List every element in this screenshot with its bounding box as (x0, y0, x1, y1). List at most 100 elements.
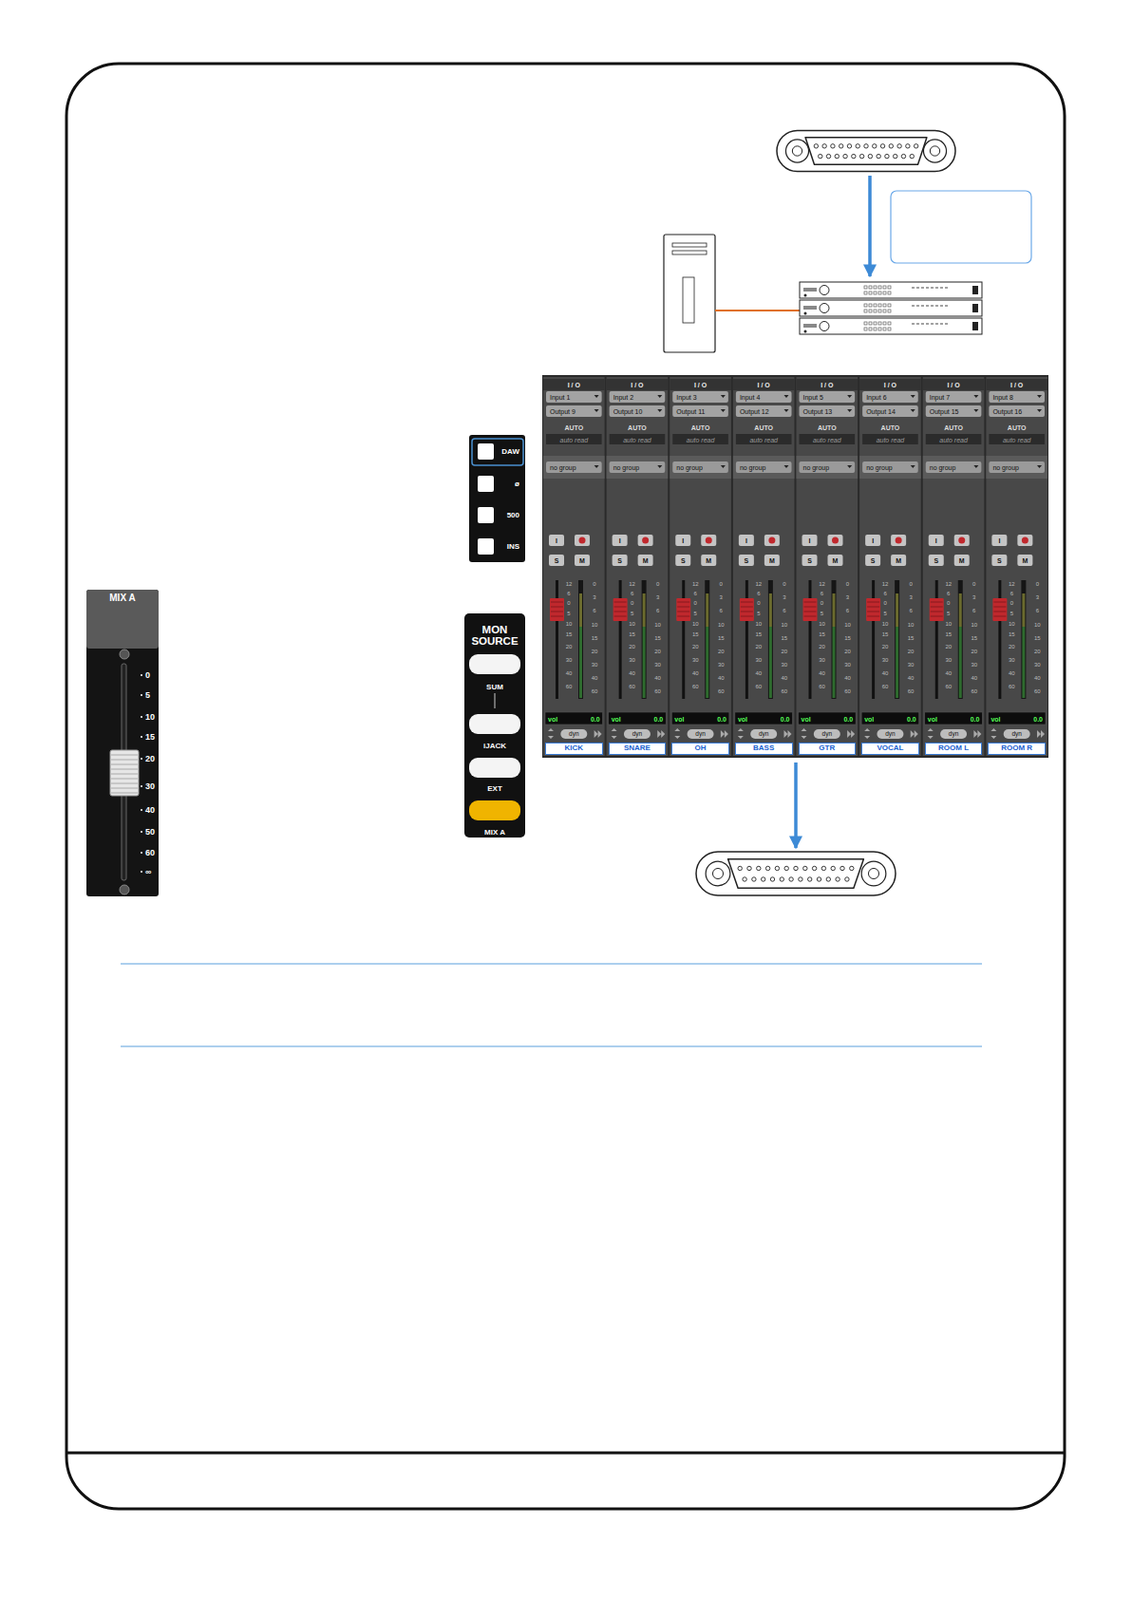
scale-number: 40 (628, 670, 636, 677)
fader-cap-rib (111, 754, 138, 756)
meter-green (959, 626, 963, 699)
rack-led (864, 327, 868, 331)
pin (737, 866, 742, 870)
fader-cap-rib (677, 606, 690, 608)
channel-strip (733, 377, 795, 756)
fader-cap-rib (930, 606, 944, 608)
button-label: S (554, 557, 560, 565)
rack-led (873, 327, 877, 331)
selected-outline (471, 438, 524, 466)
record-dot (579, 537, 586, 545)
meter-green (642, 626, 646, 699)
output-select: Output 15 (929, 408, 960, 416)
record-dot (705, 537, 713, 545)
node-text: GTR (818, 744, 835, 754)
meter-number: 0 (592, 581, 596, 587)
scale-dot (140, 830, 143, 833)
fader-cap (613, 598, 628, 622)
record-button (638, 534, 654, 547)
pin (821, 866, 826, 870)
volume-label: vol (864, 715, 874, 722)
mute-button (954, 554, 970, 566)
group-select: no group (739, 464, 767, 472)
screw (861, 861, 887, 887)
input-select: Input 7 (929, 394, 950, 401)
rack-led (887, 309, 891, 313)
meter-number: 15 (781, 635, 789, 642)
meter-number: 0 (908, 581, 912, 587)
rack-logo (803, 287, 817, 292)
button-label: S (933, 557, 939, 565)
scale-dot (140, 785, 143, 788)
group-band (796, 455, 859, 479)
rack-unit (799, 282, 982, 299)
button-label: M (579, 557, 585, 565)
dropdown-arrow (973, 395, 979, 398)
node-text: 500 (507, 511, 520, 521)
section-label: AUTO (881, 424, 901, 432)
signal-arrow (867, 175, 872, 277)
group-band (733, 455, 795, 479)
scale-number: 40 (1008, 670, 1016, 677)
meter-number: 20 (1034, 648, 1041, 655)
scale-number: 60 (628, 683, 636, 690)
fader-slot (998, 580, 1001, 699)
rack-led (883, 291, 887, 295)
meter-number: 20 (591, 648, 599, 655)
fader-cap (110, 750, 139, 796)
section-label: AUTO (754, 424, 774, 432)
volume-value: 0.0 (590, 715, 601, 722)
button-label: I (998, 537, 1000, 545)
pin (816, 877, 821, 882)
rack-meter (921, 323, 925, 325)
pin (913, 144, 918, 149)
rack-ear (972, 285, 979, 295)
meter-number: 6 (592, 607, 596, 614)
scale-number: 6 (820, 590, 824, 597)
dropdown (609, 405, 666, 417)
rack-led (887, 291, 891, 295)
panel-label-box: ø (471, 471, 524, 498)
rack-led (883, 303, 887, 307)
oval-button (469, 757, 521, 778)
scale-number: 0 (883, 600, 887, 606)
channel-name: ROOM R (987, 742, 1046, 755)
solo-button (548, 554, 565, 566)
dropdown-arrow (1037, 395, 1042, 398)
fader-cap-rib (614, 602, 627, 604)
pin (885, 153, 889, 158)
meter-number: 20 (907, 648, 915, 655)
dropdown-arrow (973, 409, 979, 413)
dropdown-arrow (720, 465, 726, 469)
scale-number: 10 (882, 621, 889, 627)
button-panel (469, 434, 526, 563)
dropdown (735, 391, 793, 403)
fader-cap-rib (111, 773, 138, 775)
volume-value: 0.0 (780, 715, 791, 722)
rack-meter (944, 287, 948, 289)
dropdown-arrow (847, 409, 852, 413)
group-select: no group (803, 464, 831, 472)
output-select: Output 11 (676, 408, 705, 416)
meter-number: 30 (1034, 661, 1041, 668)
db25-connector (696, 851, 896, 896)
record-button (700, 534, 717, 547)
node-text: DAW (501, 448, 520, 457)
fader-cap-rib (867, 606, 880, 608)
channel-strip (543, 377, 605, 756)
fader-cap-rib (111, 764, 138, 766)
volume-box (735, 712, 793, 725)
meter-number: 0 (719, 581, 723, 587)
nav-arrow (864, 728, 870, 739)
meter-green (1021, 626, 1025, 699)
dropdown (672, 405, 729, 417)
node-text: BASS (753, 744, 774, 754)
scale-number: 40 (944, 670, 952, 677)
rack-meter (930, 287, 934, 289)
record-dot (1021, 537, 1029, 545)
record-dot (641, 537, 649, 545)
rack-meter (944, 305, 948, 307)
pin (779, 877, 784, 882)
pin (893, 153, 898, 158)
scale-number: 40 (145, 806, 155, 815)
